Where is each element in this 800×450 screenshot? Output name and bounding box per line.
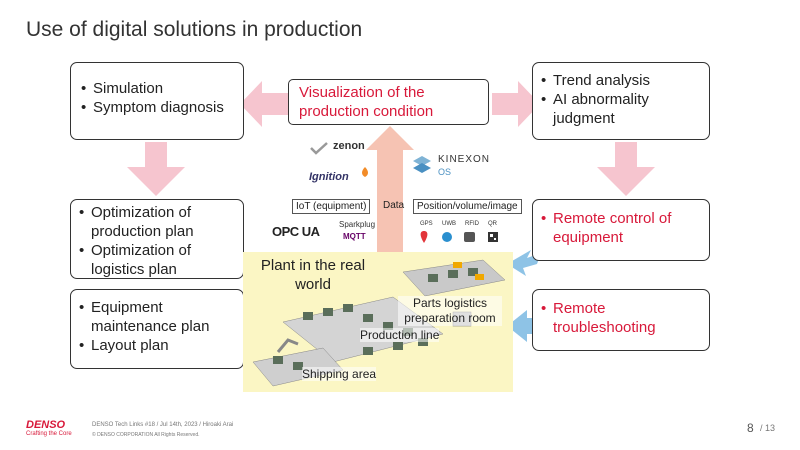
rfid-icon — [464, 232, 475, 242]
label-shipping-area: Shipping area — [302, 367, 377, 381]
label-iot: IoT (equipment) — [292, 199, 371, 214]
label-parts-logistics: Parts logistics preparation room — [398, 296, 502, 326]
box-trend: Trend analysis AI abnormality judgment — [532, 62, 710, 140]
page-total: / 13 — [760, 423, 776, 433]
uwb-icon — [442, 232, 452, 242]
slide-title: Use of digital solutions in production — [26, 18, 363, 41]
uwb-label: UWB — [442, 221, 456, 227]
box-optimization: Optimization of production plan Optimiza… — [70, 199, 244, 279]
arrow-down-right — [597, 142, 655, 196]
item-layout-plan: Layout plan — [77, 336, 237, 355]
item-simulation: Simulation — [79, 79, 235, 98]
ignition-logo: Ignition — [309, 167, 369, 185]
arrow-to-left — [240, 81, 288, 127]
item-optimization-logistics: Optimization of logistics plan — [77, 241, 237, 279]
box-visualization: Visualization of the production conditio… — [288, 79, 489, 125]
footer-event: DENSO Tech Links #18 / Jul 14th, 2023 / … — [92, 422, 234, 428]
position-icons — [420, 231, 498, 243]
item-equipment-maintenance: Equipment maintenance plan — [77, 298, 237, 336]
arrow-to-right — [492, 81, 540, 127]
label-data: Data — [383, 200, 405, 211]
box-remote-control: Remote control of equipment — [532, 199, 710, 261]
denso-logo: DENSO — [26, 419, 66, 431]
zenon-check-icon — [310, 142, 328, 155]
kinexon-layers-icon — [413, 156, 431, 173]
mqtt-logo: MQTT — [343, 232, 366, 241]
label-position: Position/volume/image — [413, 199, 522, 214]
box-maintenance: Equipment maintenance plan Layout plan — [70, 289, 244, 369]
opcua-logo: OPC UA — [272, 224, 320, 239]
box-remote-troubleshooting: Remote troubleshooting — [532, 289, 710, 351]
kinexon-logo: KINEXON OS — [412, 153, 502, 183]
arrow-up-data — [366, 126, 414, 258]
arrow-down-left — [127, 142, 185, 196]
plant-title: Plant in the real world — [260, 257, 366, 293]
ignition-flame-icon — [362, 167, 368, 177]
item-optimization-production: Optimization of production plan — [77, 203, 237, 241]
label-production-line: Production line — [360, 328, 440, 342]
gps-label: GPS — [420, 221, 433, 227]
sparkplug-logo: Sparkplug — [339, 220, 376, 229]
box-simulation: Simulation Symptom diagnosis — [70, 62, 244, 140]
item-remote-control: Remote control of equipment — [539, 209, 703, 247]
item-ai-abnormality: AI abnormality judgment — [539, 90, 703, 128]
item-trend-analysis: Trend analysis — [539, 71, 703, 90]
rfid-label: RFID — [465, 221, 479, 227]
item-remote-troubleshooting: Remote troubleshooting — [539, 299, 703, 337]
denso-tagline: Crafting the Core — [26, 431, 72, 437]
zenon-logo: zenon — [309, 139, 379, 157]
gps-pin-icon — [420, 231, 428, 243]
footer-copyright: © DENSO CORPORATION All Rights Reserved. — [92, 432, 200, 438]
item-symptom-diagnosis: Symptom diagnosis — [79, 98, 235, 117]
qr-label: QR — [488, 221, 497, 227]
page-number: 8 — [747, 421, 754, 435]
